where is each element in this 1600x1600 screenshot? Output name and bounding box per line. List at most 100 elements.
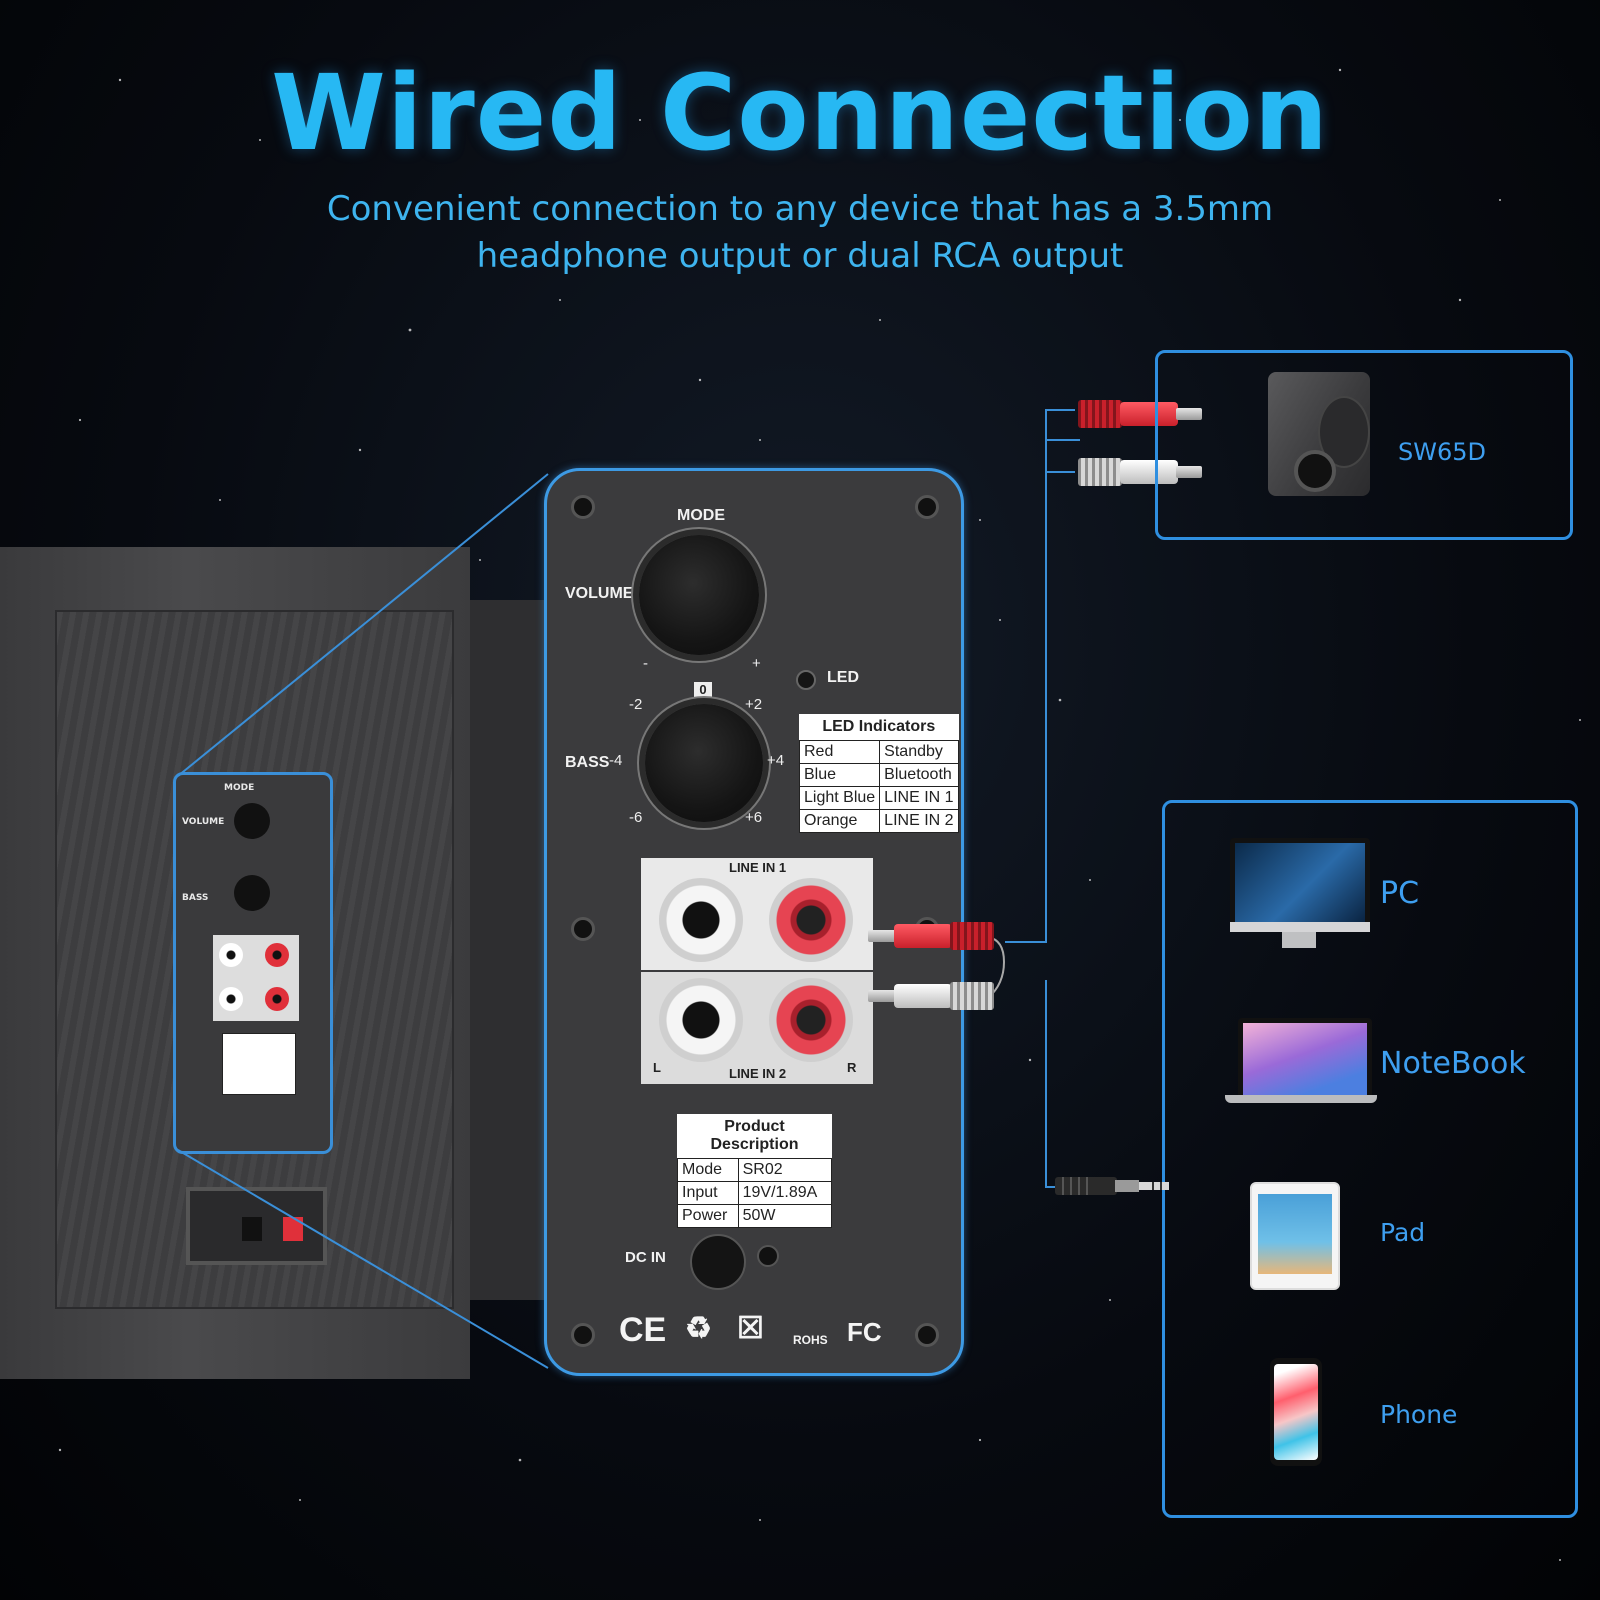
product-table-title: Product Description <box>677 1114 832 1159</box>
bass-tick-p6: +6 <box>745 809 763 826</box>
spec-key: Mode <box>677 1158 739 1182</box>
dc-in-label: DC IN <box>625 1249 666 1266</box>
rohs-icon: ROHS <box>793 1333 828 1347</box>
spec-key: Input <box>677 1181 739 1205</box>
line-in-2-right-jack[interactable] <box>769 978 853 1062</box>
page-title: Wired Connection <box>271 52 1329 174</box>
led-color: Orange <box>798 809 881 833</box>
speaker-cabinet-side <box>470 600 548 1300</box>
rca-red-plug-icon <box>1078 400 1202 428</box>
rca-white-branch <box>1045 440 1075 473</box>
table-row: Orange LINE IN 2 <box>798 809 959 833</box>
weee-bin-icon: ☒ <box>737 1312 764 1345</box>
monitor-stand <box>1282 932 1316 948</box>
tablet-icon <box>1250 1182 1340 1290</box>
volume-label: VOLUME <box>565 585 634 602</box>
line-in-1-block: LINE IN 1 <box>641 858 873 970</box>
led-color: Red <box>798 740 881 764</box>
bass-tick-m4: -4 <box>609 752 623 769</box>
line-in-1-label: LINE IN 1 <box>729 860 787 875</box>
bass-tick-m2: -2 <box>629 696 643 713</box>
page-subtitle: Convenient connection to any device that… <box>300 186 1300 280</box>
device-label-pad: Pad <box>1380 1218 1426 1247</box>
monitor-chin <box>1230 922 1370 932</box>
screw-icon <box>571 495 595 519</box>
device-label-notebook: NoteBook <box>1380 1046 1526 1081</box>
mini-volume-label: VOLUME <box>182 817 225 827</box>
speaker-wire-terminal <box>186 1187 327 1265</box>
led-mode: LINE IN 2 <box>879 809 959 833</box>
mini-mode-label: MODE <box>224 783 255 793</box>
mini-jack-white <box>219 943 243 967</box>
mini-jack-red <box>265 987 289 1011</box>
laptop-icon <box>1238 1018 1372 1100</box>
led-color: Light Blue <box>798 786 881 810</box>
mini-product-label <box>222 1033 296 1095</box>
subwoofer-label: SW65D <box>1398 438 1486 466</box>
line-in-2-left-jack[interactable] <box>659 978 743 1062</box>
mini-jack-white <box>219 987 243 1011</box>
mini-bass-label: BASS <box>182 893 209 903</box>
monitor-icon <box>1230 838 1370 928</box>
product-description-table: Product Description Mode SR02 Input 19V/… <box>677 1114 833 1228</box>
line-in-1-left-jack[interactable] <box>659 878 743 962</box>
volume-plus-tick: + <box>752 655 761 672</box>
bass-knob[interactable] <box>645 704 763 822</box>
rear-control-panel: MODE VOLUME - + LED 0 BASS -2 +2 -4 +4 -… <box>544 468 964 1376</box>
device-label-phone: Phone <box>1380 1400 1458 1429</box>
screw-icon <box>571 917 595 941</box>
zoom-line-bottom <box>177 1149 549 1369</box>
led-indicator-light <box>796 670 816 690</box>
line-in-2-label: LINE IN 2 <box>729 1066 787 1081</box>
led-table-title: LED Indicators <box>799 714 959 741</box>
led-mode: LINE IN 1 <box>879 786 959 810</box>
rca-y-split <box>987 936 1006 999</box>
mini-volume-knob <box>234 803 270 839</box>
table-row: Mode SR02 <box>677 1158 833 1182</box>
rca-cable-line <box>1005 439 1080 943</box>
spec-value: 50W <box>737 1204 833 1228</box>
led-color: Blue <box>798 763 881 787</box>
table-row: Blue Bluetooth <box>798 763 959 787</box>
right-channel-label: R <box>847 1060 857 1075</box>
led-indicators-table: LED Indicators Red Standby Blue Bluetoot… <box>798 714 959 833</box>
rca-white-plug-icon <box>1078 458 1202 486</box>
mini-jack-red <box>265 943 289 967</box>
led-mode: Bluetooth <box>879 763 959 787</box>
screw-icon <box>915 1323 939 1347</box>
terminal-red-clip <box>283 1217 303 1241</box>
recycle-icon: ♻ <box>685 1312 712 1345</box>
rca-device-box <box>1155 350 1573 540</box>
line-in-1-right-jack[interactable] <box>769 878 853 962</box>
table-row: Power 50W <box>677 1204 833 1228</box>
rca-white-plug-icon <box>868 982 996 1010</box>
bass-tick-m6: -6 <box>629 809 643 826</box>
led-label: LED <box>827 669 859 686</box>
subtitle-line-1: Convenient connection to any device that… <box>326 189 1274 229</box>
spec-value: SR02 <box>737 1158 833 1182</box>
subwoofer-icon <box>1268 372 1370 496</box>
dc-in-jack[interactable] <box>690 1234 746 1290</box>
device-label-pc: PC <box>1380 876 1420 911</box>
ce-mark-icon: CE <box>619 1311 667 1349</box>
fcc-icon: FC <box>847 1317 882 1347</box>
subtitle-line-2: headphone output or dual RCA output <box>476 236 1124 276</box>
bass-tick-p4: +4 <box>767 752 785 769</box>
rca-red-branch <box>1045 409 1075 440</box>
table-row: Red Standby <box>798 740 959 764</box>
bass-label: BASS <box>565 754 610 771</box>
mini-bass-knob <box>234 875 270 911</box>
volume-knob[interactable] <box>639 535 759 655</box>
aux-device-box <box>1162 800 1578 1518</box>
mini-control-panel: MODE VOLUME BASS <box>173 772 333 1154</box>
aux-3-5mm-plug-icon <box>1055 1177 1169 1195</box>
volume-minus-tick: - <box>643 655 648 672</box>
mode-label: MODE <box>677 507 725 524</box>
laptop-base <box>1225 1095 1377 1103</box>
aux-cable-line <box>1045 980 1060 1188</box>
bass-tick-zero: 0 <box>694 682 712 698</box>
bass-tick-p2: +2 <box>745 696 763 713</box>
led-mode: Standby <box>879 740 959 764</box>
table-row: Light Blue LINE IN 1 <box>798 786 959 810</box>
